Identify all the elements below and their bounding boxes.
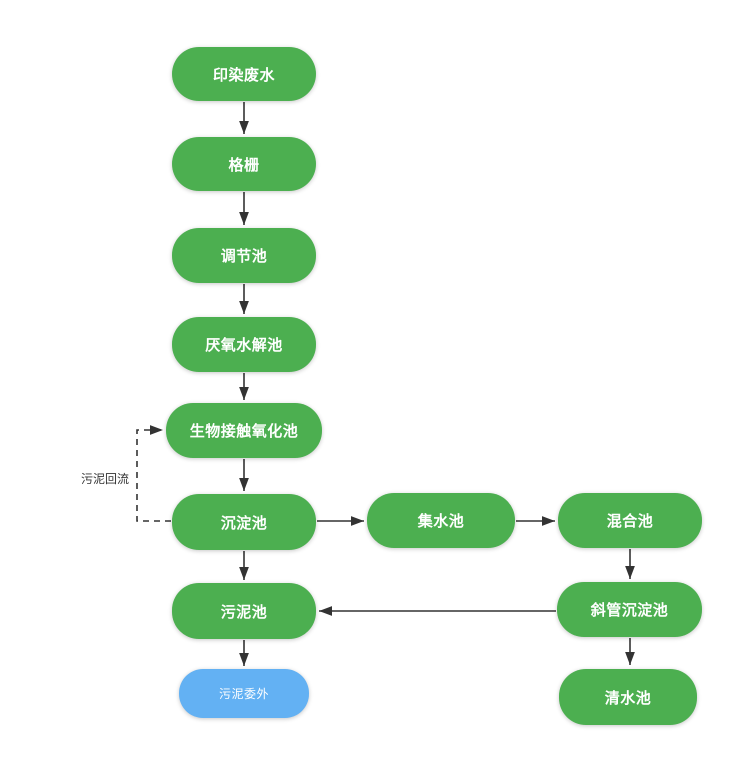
sludge-reflux-label: 污泥回流 [81, 472, 130, 486]
node-sludge-tank: 污泥池 [172, 583, 316, 639]
node-mixing-tank: 混合池 [558, 493, 702, 548]
node-clear-water-tank: 清水池 [559, 669, 697, 725]
node-sludge-outsourcing: 污泥委外 [179, 669, 309, 718]
node-collecting-tank: 集水池 [367, 493, 515, 548]
dashed-sludge-reflux-arrow [136, 425, 171, 522]
node-regulating-tank: 调节池 [172, 228, 316, 283]
node-sedimentation-tank: 沉淀池 [172, 494, 316, 550]
node-inclined-tube-sedimentation-tank: 斜管沉淀池 [557, 582, 702, 637]
node-bio-contact-oxidation-tank: 生物接触氧化池 [166, 403, 322, 458]
node-screen: 格栅 [172, 137, 316, 191]
node-anaerobic-hydrolysis-tank: 厌氧水解池 [172, 317, 316, 372]
node-dyeing-wastewater: 印染废水 [172, 47, 316, 101]
